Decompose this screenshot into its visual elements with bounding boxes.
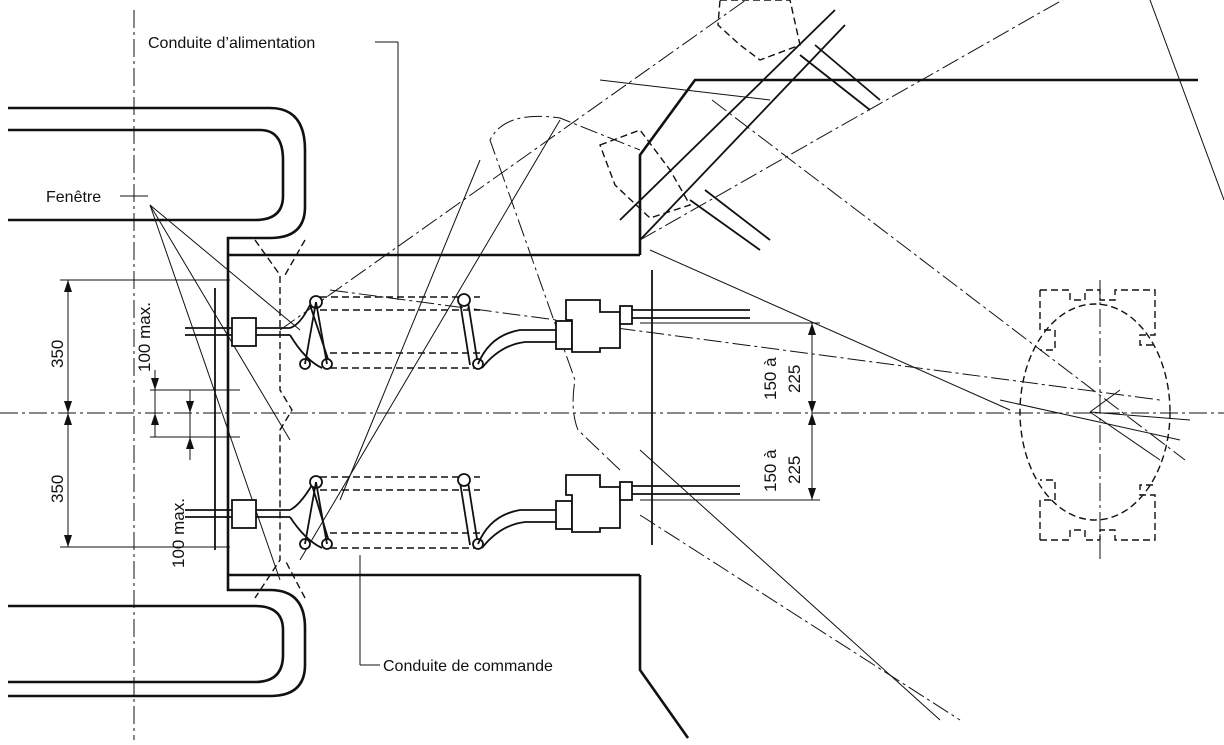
upper-height-dim-line2: 225 [785, 365, 804, 393]
upper-right-couplings [599, 0, 881, 251]
lower-offset-dim: 100 max. [169, 498, 188, 568]
control-line-label: Conduite de commande [383, 658, 553, 675]
upper-spacing-dim: 350 [48, 340, 67, 368]
supply-line-label: Conduite d’alimentation [148, 35, 315, 52]
left-dimensions [60, 279, 240, 548]
upper-height-dim-line1: 150 à [761, 357, 780, 400]
leader-lines [120, 41, 399, 666]
lower-height-dim-line1: 150 à [761, 449, 780, 492]
lower-height-dim-line2: 225 [785, 456, 804, 484]
left-vehicle-frame [8, 106, 307, 698]
right-dimensions [640, 322, 820, 501]
lower-hose-assembly [185, 473, 740, 550]
upper-hose-assembly [185, 293, 750, 370]
window-label: Fenêtre [46, 189, 101, 206]
hidden-outlines [254, 239, 1191, 599]
upper-offset-dim: 100 max. [135, 302, 154, 372]
right-vehicle-frame [214, 78, 1198, 739]
lower-spacing-dim: 350 [48, 475, 67, 503]
